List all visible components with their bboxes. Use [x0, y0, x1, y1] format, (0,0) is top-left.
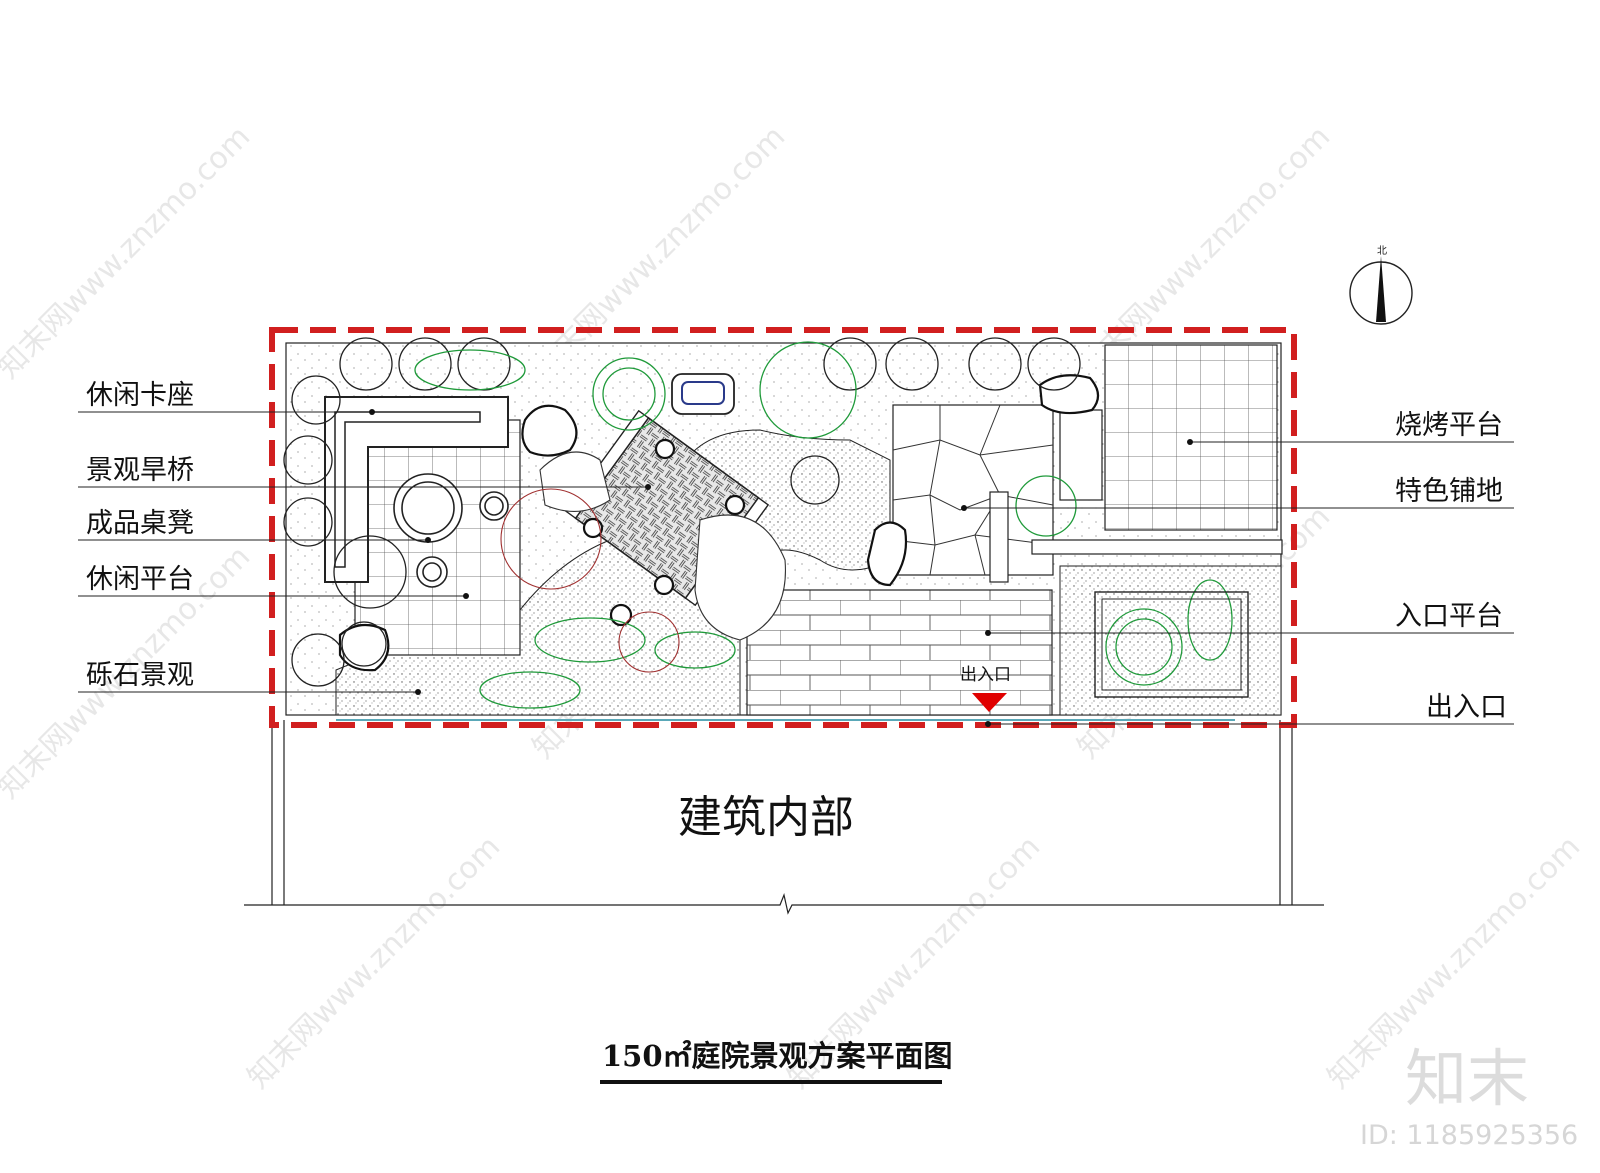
label-entrance-platform: 入口平台	[1395, 601, 1503, 632]
right-callouts	[961, 439, 1514, 727]
leisure-booth	[324, 396, 509, 583]
stone-cluster	[694, 514, 787, 641]
label-entrance: 出入口	[1426, 692, 1507, 723]
label-dry-bridge: 景观旱桥	[86, 455, 194, 486]
planter-box	[1094, 591, 1249, 698]
entrance-platform	[746, 589, 1053, 716]
svg-text:北: 北	[1377, 245, 1387, 257]
gravel-area-right	[1059, 565, 1282, 716]
bbq-counter	[1059, 409, 1103, 501]
ornamental-shrubs	[500, 488, 680, 673]
site-boundary	[269, 327, 1297, 728]
label-bbq-platform: 烧烤平台	[1395, 410, 1503, 441]
label-feature-paving: 特色铺地	[1395, 476, 1503, 507]
feature-paving	[892, 404, 1054, 576]
label-leisure-platform: 休闲平台	[86, 564, 194, 595]
plan-title: 150㎡庭院景观方案平面图	[602, 1039, 953, 1073]
building-walls	[244, 720, 1324, 915]
planting	[414, 341, 1233, 709]
rocks	[338, 374, 1100, 672]
entrance-marker-label: 出入口	[960, 665, 1011, 685]
watermark: 知末网www.znzmo.com	[0, 119, 257, 385]
label-table-set: 成品桌凳	[86, 508, 194, 539]
label-gravel-landscape: 砾石景观	[86, 660, 194, 691]
left-callouts	[78, 409, 651, 695]
bbq-platform	[1104, 344, 1278, 531]
building-label: 建筑内部	[678, 792, 854, 843]
entrance-triangle-icon	[972, 693, 1007, 712]
bbq-wall	[1031, 539, 1283, 555]
brand-logo: 知末	[1405, 1042, 1529, 1115]
north-arrow-icon: 北	[1349, 245, 1413, 325]
table-set	[393, 473, 509, 588]
watermark: 知末网www.znzmo.com	[241, 829, 507, 1095]
label-leisure-booth: 休闲卡座	[86, 380, 194, 411]
image-id: ID: 1185925356	[1360, 1120, 1578, 1151]
feature-paving-bench	[989, 491, 1009, 583]
